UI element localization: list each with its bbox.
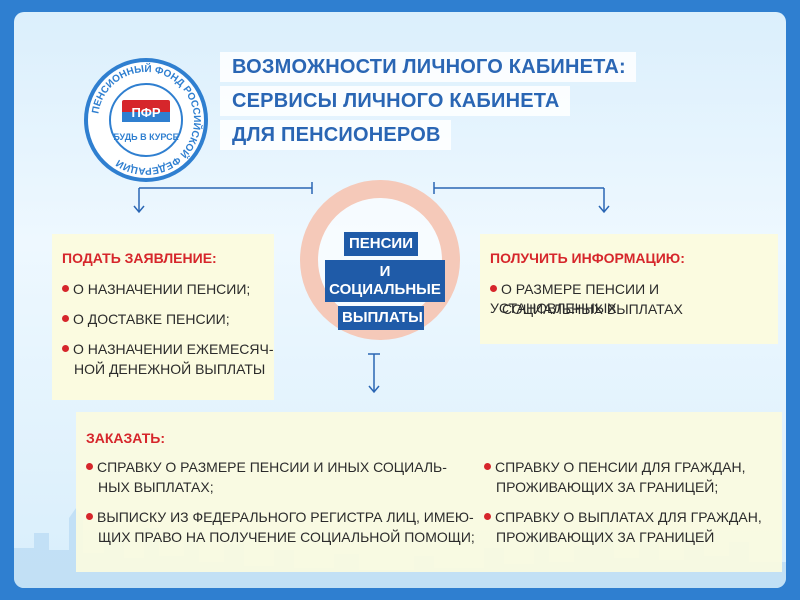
apply-heading: ПОДАТЬ ЗАЯВЛЕНИЕ: bbox=[62, 250, 217, 266]
pfr-logo-icon: ПЕНСИОННЫЙ ФОНД РОССИЙСКОЙ ФЕДЕРАЦИИ ПФР… bbox=[84, 58, 208, 182]
connector-arrows bbox=[133, 182, 610, 394]
page-title-line-2: СЕРВИСЫ ЛИЧНОГО КАБИНЕТА bbox=[220, 86, 570, 116]
info-panel: ПОЛУЧИТЬ ИНФОРМАЦИЮ: О РАЗМЕРЕ ПЕНСИИ И … bbox=[480, 234, 778, 344]
list-item-continuation: НОЙ ДЕНЕЖНОЙ ВЫПЛАТЫ bbox=[74, 361, 266, 377]
bullet-icon bbox=[86, 513, 93, 520]
list-item: О НАЗНАЧЕНИИ ЕЖЕМЕСЯЧ- bbox=[62, 340, 274, 359]
list-item: СПРАВКУ О РАЗМЕРЕ ПЕНСИИ И ИНЫХ СОЦИАЛЬ- bbox=[86, 458, 447, 477]
list-item-continuation: ПРОЖИВАЮЩИХ ЗА ГРАНИЦЕЙ bbox=[496, 529, 715, 545]
order-panel: ЗАКАЗАТЬ: СПРАВКУ О РАЗМЕРЕ ПЕНСИИ И ИНЫ… bbox=[76, 412, 782, 572]
bullet-icon bbox=[86, 463, 93, 470]
list-item: СПРАВКУ О ПЕНСИИ ДЛЯ ГРАЖДАН, bbox=[484, 458, 746, 477]
info-heading: ПОЛУЧИТЬ ИНФОРМАЦИЮ: bbox=[490, 250, 685, 266]
logo-motto-text: БУДЬ В КУРСЕ bbox=[113, 132, 178, 142]
list-item: О РАЗМЕРЕ ПЕНСИИ И УСТАНОВЛЕННЫХ bbox=[490, 281, 660, 316]
center-label: ПЕНСИИ И СОЦИАЛЬНЫЕ ВЫПЛАТЫ bbox=[325, 232, 445, 334]
bullet-icon bbox=[62, 345, 69, 352]
logo-mark-text: ПФР bbox=[131, 105, 160, 120]
bullet-icon bbox=[484, 513, 491, 520]
bullet-icon bbox=[490, 285, 497, 292]
page-title-line-1: ВОЗМОЖНОСТИ ЛИЧНОГО КАБИНЕТА: bbox=[220, 52, 636, 82]
page-title-line-3: ДЛЯ ПЕНСИОНЕРОВ bbox=[220, 120, 451, 150]
bullet-icon bbox=[62, 315, 69, 322]
center-label-line-3: ВЫПЛАТЫ bbox=[338, 306, 424, 330]
list-item: СПРАВКУ О ВЫПЛАТАХ ДЛЯ ГРАЖДАН, bbox=[484, 508, 762, 527]
list-item-continuation: НЫХ ВЫПЛАТАХ; bbox=[98, 479, 214, 495]
list-item-continuation: ЩИХ ПРАВО НА ПОЛУЧЕНИЕ СОЦИАЛЬНОЙ ПОМОЩИ… bbox=[98, 529, 475, 545]
list-item: ВЫПИСКУ ИЗ ФЕДЕРАЛЬНОГО РЕГИСТРА ЛИЦ, ИМ… bbox=[86, 508, 474, 527]
list-item-continuation: ПРОЖИВАЮЩИХ ЗА ГРАНИЦЕЙ; bbox=[496, 479, 719, 495]
list-item: О НАЗНАЧЕНИИ ПЕНСИИ; bbox=[62, 280, 250, 299]
center-label-line-2: И СОЦИАЛЬНЫЕ bbox=[325, 260, 445, 302]
bullet-icon bbox=[484, 463, 491, 470]
apply-panel: ПОДАТЬ ЗАЯВЛЕНИЕ: О НАЗНАЧЕНИИ ПЕНСИИ; О… bbox=[52, 234, 274, 400]
list-item: О ДОСТАВКЕ ПЕНСИИ; bbox=[62, 310, 230, 329]
order-heading: ЗАКАЗАТЬ: bbox=[86, 430, 165, 446]
list-item-continuation: СОЦИАЛЬНЫХ ВЫПЛАТАХ bbox=[502, 301, 683, 317]
center-label-line-1: ПЕНСИИ bbox=[344, 232, 418, 256]
poster-body: ПЕНСИОННЫЙ ФОНД РОССИЙСКОЙ ФЕДЕРАЦИИ ПФР… bbox=[14, 12, 786, 588]
bullet-icon bbox=[62, 285, 69, 292]
